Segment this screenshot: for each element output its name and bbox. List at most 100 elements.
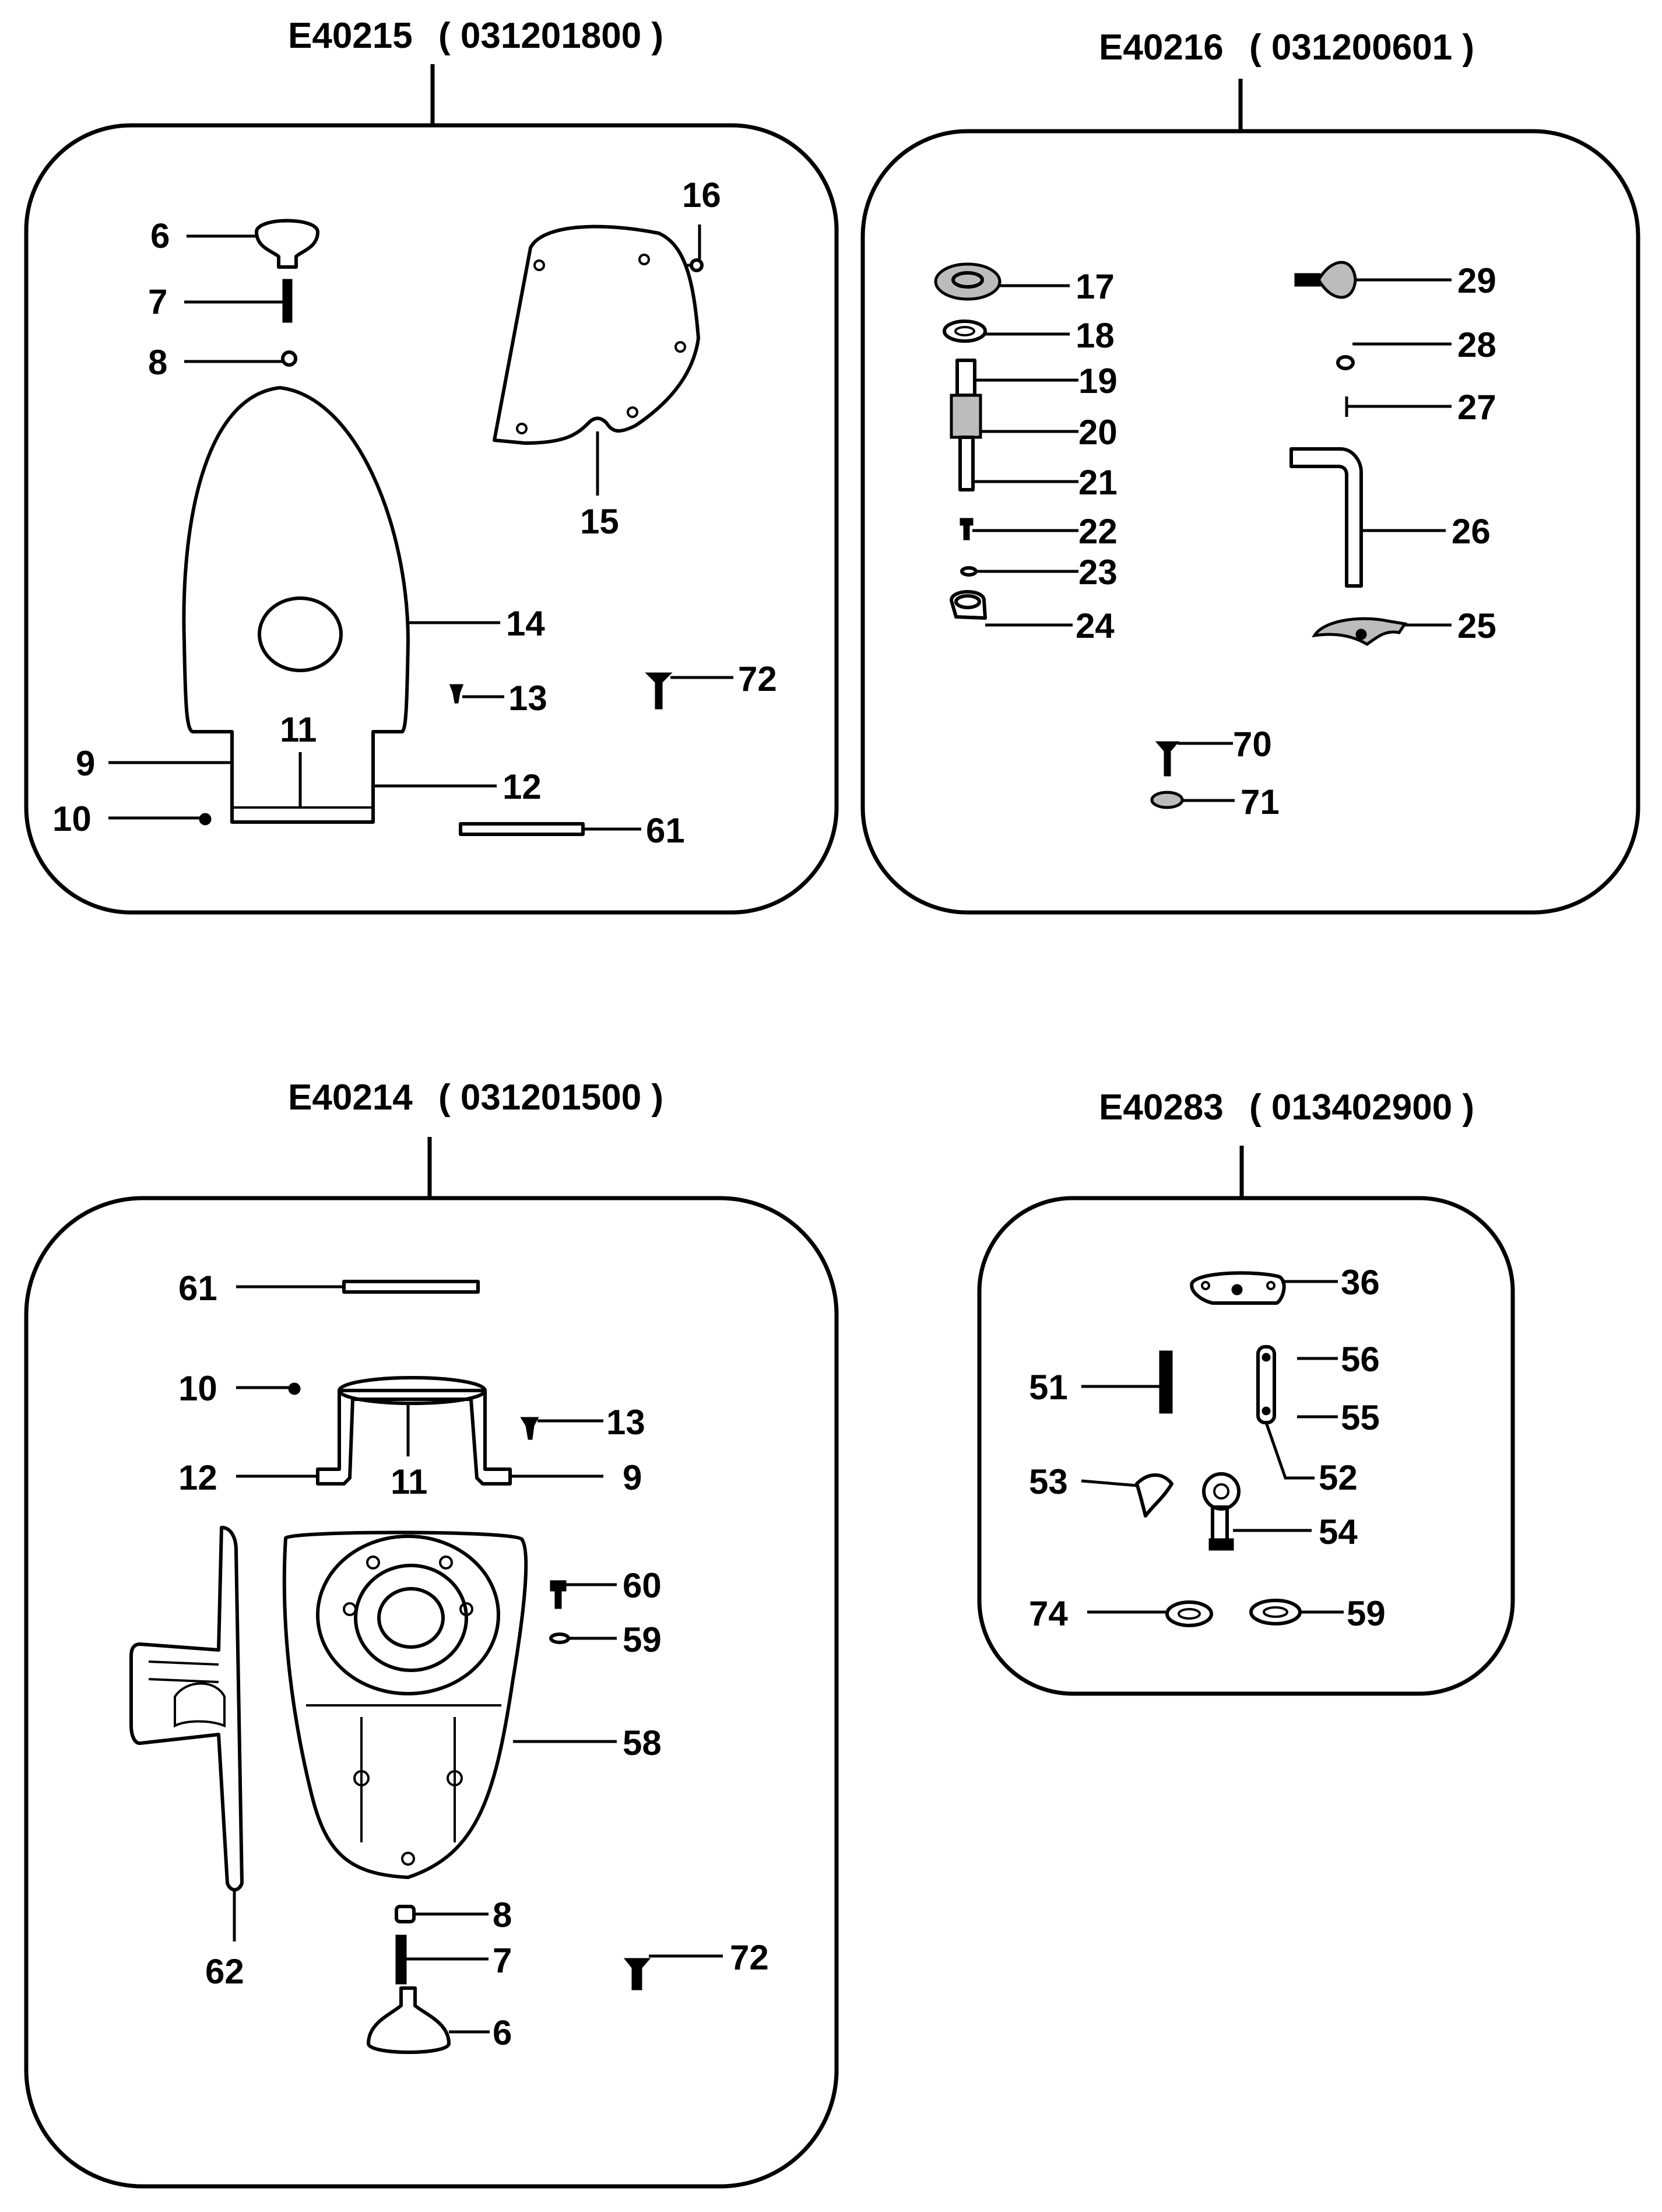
callout-22: 22	[1078, 512, 1118, 551]
callout-56: 56	[1341, 1340, 1380, 1379]
set-screw-part: 10	[178, 1369, 301, 1408]
clip-part: 23	[960, 553, 1118, 592]
thumb-screw-part: 29	[1294, 261, 1496, 300]
threaded-stud-part: 51	[1029, 1350, 1173, 1414]
callout-8b: 8	[493, 1895, 512, 1934]
kit-e40216-code: E40216	[1099, 27, 1224, 68]
kit-e40283-code: E40283	[1099, 1087, 1224, 1128]
base-plate-part: 58	[282, 1530, 662, 1879]
washer-part: 59	[549, 1620, 662, 1659]
kit-e40215-frame	[24, 123, 839, 915]
kit-e40283-frame	[977, 1196, 1515, 1696]
spring-washer-part: 59	[1249, 1594, 1386, 1633]
callout-60: 60	[623, 1566, 662, 1605]
set-screw-part: 10	[52, 799, 212, 838]
callout-11: 11	[280, 710, 317, 749]
small-screw-part: 16	[682, 175, 721, 272]
callout-7: 7	[148, 282, 167, 321]
knob-part: 6	[367, 1986, 512, 2054]
callout-21: 21	[1078, 463, 1118, 502]
kit-e40214-part-number: ( 031201500 )	[438, 1077, 663, 1118]
callout-10b: 10	[178, 1369, 217, 1408]
callout-13b: 13	[606, 1403, 645, 1442]
callout-61: 61	[646, 811, 685, 850]
cover-plate-part: 15	[493, 224, 700, 541]
pin-part: 22	[960, 512, 1118, 551]
link-bar-part: 56 55 52	[1256, 1340, 1380, 1497]
callout-17: 17	[1076, 267, 1115, 306]
callout-9: 9	[76, 744, 95, 783]
callout-70: 70	[1233, 725, 1272, 764]
callout-9b: 9	[623, 1458, 642, 1497]
callout-72b: 72	[730, 1938, 769, 1977]
callout-8: 8	[148, 343, 167, 382]
callout-24: 24	[1076, 606, 1115, 645]
rod-part: 61	[178, 1269, 480, 1308]
callout-12: 12	[503, 767, 542, 806]
bearing-part: 17	[934, 262, 1115, 306]
callout-18: 18	[1076, 316, 1115, 355]
wing-nut-part: 53	[1029, 1462, 1173, 1518]
hex-key-part: 26	[1289, 447, 1491, 588]
callout-72: 72	[738, 659, 777, 698]
callout-20: 20	[1078, 413, 1118, 452]
kit-e40214-code: E40214	[288, 1077, 413, 1118]
callout-53: 53	[1029, 1462, 1068, 1501]
kit-e40283: E40283 ( 013402900 ) 36 51 56 55 52	[977, 1087, 1515, 1696]
callout-62: 62	[205, 1952, 244, 1991]
callout-7b: 7	[493, 1941, 512, 1980]
bolt-part: 7	[148, 279, 293, 323]
callout-59b: 59	[623, 1620, 662, 1659]
flat-head-screw-part: 70	[1155, 725, 1272, 777]
ball-part: 28	[1336, 325, 1496, 370]
callout-59c: 59	[1347, 1594, 1386, 1633]
callout-23: 23	[1078, 553, 1118, 592]
screw-part: 13	[449, 679, 547, 718]
callout-13: 13	[508, 679, 547, 718]
callout-58: 58	[623, 1723, 662, 1762]
callout-19: 19	[1078, 361, 1118, 401]
callout-28: 28	[1457, 325, 1496, 364]
callout-26: 26	[1452, 512, 1491, 551]
side-bracket-part: 62	[129, 1526, 244, 1991]
kit-e40216-frame	[860, 129, 1640, 915]
callout-51: 51	[1029, 1368, 1068, 1407]
callout-6: 6	[150, 216, 170, 255]
lock-washer-part: 71	[1150, 782, 1280, 821]
nut-part: 8	[148, 343, 297, 382]
kit-e40215: E40215 ( 031201800 ) 6 7 8 16	[24, 16, 839, 915]
mount-plate-part: 36	[1190, 1263, 1380, 1305]
callout-14: 14	[506, 604, 545, 643]
kit-e40283-part-number: ( 013402900 )	[1249, 1087, 1474, 1128]
kit-e40216-part-number: ( 031200601 )	[1249, 27, 1474, 68]
screw-part: 13	[520, 1403, 645, 1442]
countersunk-screw-part: 72	[623, 1938, 769, 1990]
rod-part: 61	[459, 811, 685, 850]
clamp-plate-part: 25	[1312, 606, 1496, 646]
washer-part: 18	[943, 316, 1115, 355]
kit-e40214-frame	[24, 1196, 839, 2189]
kit-e40215-code: E40215	[288, 16, 413, 56]
callout-36: 36	[1341, 1263, 1380, 1302]
cam-part: 24	[950, 590, 1115, 645]
callout-71: 71	[1241, 782, 1280, 821]
shaft-part: 19 20 21	[950, 359, 1118, 502]
bolt-part: 7	[395, 1934, 512, 1985]
flat-washer-part: 74	[1029, 1594, 1213, 1633]
callout-12b: 12	[178, 1458, 217, 1497]
callout-29: 29	[1457, 261, 1496, 300]
callout-15: 15	[580, 502, 619, 541]
callout-11b: 11	[391, 1462, 427, 1501]
eye-bolt-part: 54	[1202, 1472, 1358, 1551]
kit-e40216: E40216 ( 031200601 ) 17 18 19 20 21	[860, 27, 1640, 915]
callout-52: 52	[1319, 1458, 1358, 1497]
callout-55: 55	[1341, 1398, 1380, 1437]
callout-74: 74	[1029, 1594, 1068, 1633]
kit-e40214: E40214 ( 031201500 ) 61 10 13 11 12 9	[24, 1077, 839, 2189]
kit-e40215-part-number: ( 031201800 )	[438, 16, 663, 56]
spring-pin-part: 27	[1345, 388, 1496, 427]
callout-61b: 61	[178, 1269, 217, 1308]
knob-part: 6	[150, 216, 319, 269]
callout-54: 54	[1319, 1512, 1358, 1551]
